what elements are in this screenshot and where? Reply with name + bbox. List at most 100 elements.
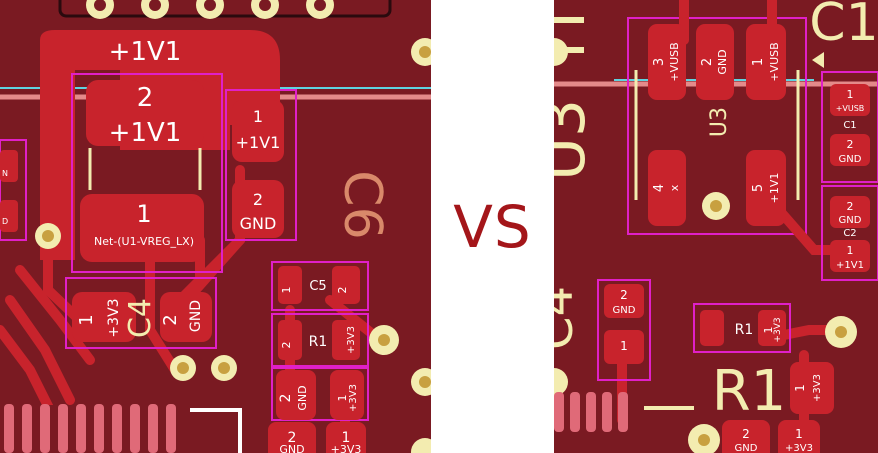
pad-net: +VUSB [768,42,781,81]
left-pcb-panel: 2 +1V1 1 Net-(U1-VREG_LX) +1V1 1 +1V1 2 … [0,0,431,453]
net-label-1v1: +1V1 [109,37,182,67]
cap-b-pad-2[interactable] [830,196,870,228]
edge-label: N [2,169,8,178]
bottom-connector-fingers [0,404,242,453]
pad-num: 2 [847,138,854,151]
u3-small-silk: U3 [707,107,732,137]
pad-net: Net-(U1-VREG_LX) [94,235,194,248]
pad-net: +3V3 [348,384,359,412]
r1-ref-label: R1 [309,334,328,350]
u3-pad-5[interactable] [746,150,786,226]
pad-net: GND [296,385,309,410]
r1-ref-small: R1 [735,322,754,338]
pad-1-3v3-right-lower[interactable] [778,420,820,453]
pad-net: +3V3 [106,298,122,337]
pad-1-3v3-bottom[interactable] [330,370,364,420]
r1-pad-1[interactable] [332,320,360,360]
pad-num: 2 [847,200,854,213]
pad-net: +1V1 [109,118,182,148]
pad-2-gnd-right-bottom[interactable] [722,420,770,453]
right-vias [554,38,857,453]
vs-separator: VS [431,0,554,453]
pad-num: 4 [652,184,667,192]
pad-num: 1 [336,395,349,402]
edge-label: D [2,217,8,226]
pad-net: +3V3 [785,443,813,453]
right-connector-fingers [554,392,628,432]
pad-2-gnd-c4[interactable] [160,292,212,342]
pad-num: 2 [160,314,181,325]
r1-pad-2[interactable] [700,310,724,346]
pad-num: 1 [76,314,97,325]
pad-net: +3V3 [331,443,362,453]
pad-net: GND [240,214,277,233]
r1-pad-1[interactable] [758,310,786,346]
left-pcb-canvas: 2 +1V1 1 Net-(U1-VREG_LX) +1V1 1 +1V1 2 … [0,0,431,453]
pad-num: 2 [742,427,750,441]
top-header-pads [58,0,392,19]
pad-num: 2 [700,58,715,66]
c4-pad-2[interactable] [604,284,644,318]
pad-net: GND [188,300,204,332]
pad-num: 2 [280,342,293,349]
pad-2-gnd-bottom[interactable] [276,370,316,420]
r1-ref-silk: R1 [712,359,787,424]
pad-1-3v3-lower[interactable] [326,422,366,453]
u3-pad-2[interactable] [696,24,734,100]
pad-net: GND [716,49,729,74]
pad-num: 1 [847,244,854,257]
pad-num: 2 [288,430,297,446]
pad-num: 2 [137,83,154,113]
vs-label: VS [453,192,532,261]
pad-num: 1 [342,430,351,446]
pad-2-gnd-lower[interactable] [268,422,316,453]
pad-num: 1 [253,107,263,126]
pad-num: 2 [336,287,349,294]
u3-pad-3[interactable] [648,24,686,100]
left-courtyards [0,73,369,421]
pad-1-3v3-right-bottom[interactable] [790,362,834,414]
pad-net: +VUSB [668,42,681,81]
pad-net: +3V3 [346,326,357,354]
pad-net: +1V1 [836,260,864,271]
pad-net: GND [735,443,758,453]
pad-net: GND [613,305,636,316]
cap-a-pad-1[interactable] [830,84,870,116]
pad-2-1v1[interactable] [86,80,204,146]
u3-pad-4[interactable] [648,150,686,226]
c4-ref-label: C4 [123,298,158,338]
pad-net: GND [839,154,862,165]
u3-ref-silk: U3 [554,99,599,181]
cap-b-ref: C2 [843,228,856,239]
pad-num: 1 [795,427,803,441]
pad-net: x [668,184,681,191]
pad-1-vreg-lx[interactable] [80,194,204,262]
c4-pad-1[interactable] [604,330,644,364]
pad-num: 1 [847,88,854,101]
cap-a-ref: C1 [843,120,856,131]
pad-1-3v3-c4[interactable] [72,292,136,342]
pad-net: GND [839,215,862,226]
pad-num: 1 [136,200,151,228]
pad-num: 1 [762,327,775,334]
pad-net: +3V3 [812,374,823,402]
cap-a-pad-2[interactable] [830,134,870,166]
pad-2-gnd-right[interactable] [232,180,284,238]
pad-net: +1V1 [768,173,781,204]
c5-pad-2[interactable] [332,266,360,304]
pad-1-1v1-right[interactable] [232,100,284,162]
pad-num: 1 [620,339,628,353]
pad-net: +3V3 [773,317,783,342]
u3-courtyard [627,17,807,235]
c5-pad-1[interactable] [278,266,302,304]
right-pcb-canvas: U3 3 +VUSB 2 GND 1 [554,0,878,453]
c1-ref-silk: C1 [809,0,878,53]
pad-num: 1 [280,287,293,294]
u3-pad-1[interactable] [746,24,786,100]
r1-pad-2[interactable] [278,320,302,360]
pad-num: 1 [751,58,766,66]
pad-num: 1 [793,384,807,392]
cap-b-pad-1[interactable] [830,240,870,272]
c4-ref-silk: C4 [554,286,584,350]
